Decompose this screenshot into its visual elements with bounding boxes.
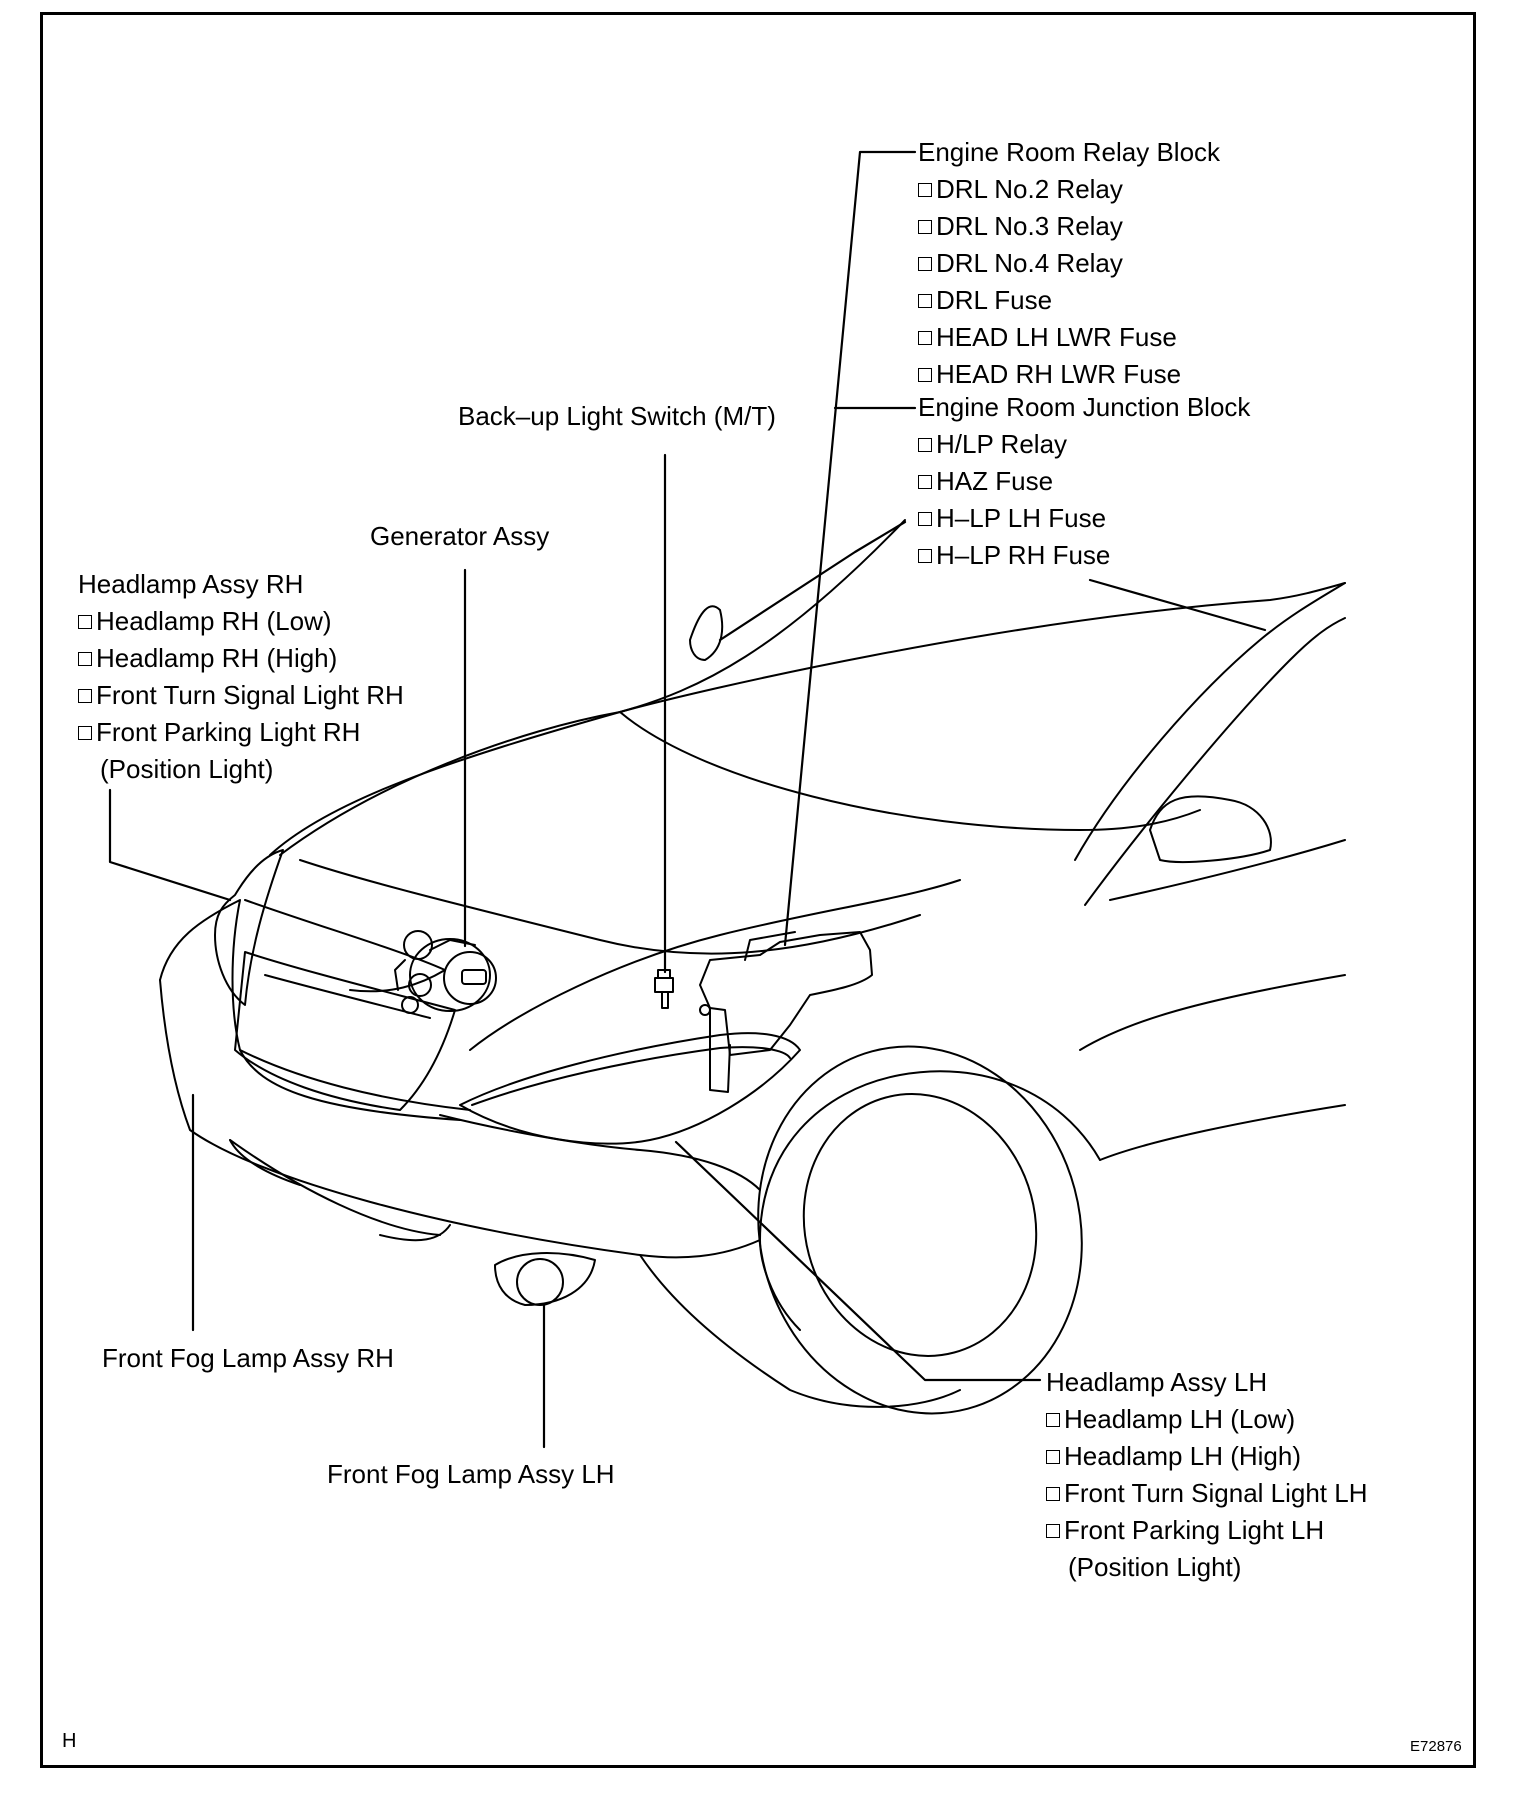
list-item: Headlamp RH (High) [78, 640, 404, 677]
list-item: DRL No.4 Relay [918, 245, 1220, 282]
checkbox-square-icon [918, 438, 932, 452]
diagram-frame [40, 12, 1476, 1768]
checkbox-square-icon [918, 220, 932, 234]
checkbox-square-icon [78, 615, 92, 629]
relay-block-title: Engine Room Relay Block [918, 137, 1221, 167]
position-light-note: (Position Light) [100, 754, 274, 784]
list-item: DRL No.3 Relay [918, 208, 1220, 245]
headlamp-assy-rh-label: Headlamp Assy RH Headlamp RH (Low) Headl… [78, 566, 404, 788]
engine-room-relay-block-label: Engine Room Relay Block DRL No.2 Relay D… [918, 134, 1220, 393]
leader-lines [108, 150, 1267, 1449]
checkbox-square-icon [918, 294, 932, 308]
junction-block-title: Engine Room Junction Block [918, 392, 1251, 422]
checkbox-square-icon [918, 368, 932, 382]
checkbox-square-icon [918, 331, 932, 345]
headlamp-rh-title: Headlamp Assy RH [78, 569, 304, 599]
generator-assy-label: Generator Assy [370, 521, 550, 551]
checkbox-square-icon [78, 726, 92, 740]
headlamp-lh-title: Headlamp Assy LH [1046, 1367, 1268, 1397]
list-item: DRL No.2 Relay [918, 171, 1220, 208]
generator-drawing [394, 930, 497, 1014]
list-item: Headlamp LH (High) [1046, 1438, 1368, 1475]
checkbox-square-icon [918, 512, 932, 526]
fog-lamp-lh-label: Front Fog Lamp Assy LH [327, 1459, 615, 1489]
list-item: Front Parking Light RH [78, 714, 404, 751]
list-item: HEAD RH LWR Fuse [918, 356, 1220, 393]
corner-letter: H [62, 1730, 77, 1752]
side-mirrors [689, 605, 1272, 863]
checkbox-square-icon [918, 549, 932, 563]
list-item: H–LP LH Fuse [918, 500, 1250, 537]
list-item: HEAD LH LWR Fuse [918, 319, 1220, 356]
list-item: Front Turn Signal Light LH [1046, 1475, 1368, 1512]
front-wheel-lh [757, 1045, 1083, 1415]
position-light-note: (Position Light) [1068, 1552, 1242, 1582]
checkbox-square-icon [78, 689, 92, 703]
list-item: Headlamp LH (Low) [1046, 1401, 1368, 1438]
checkbox-square-icon [1046, 1487, 1060, 1501]
checkbox-square-icon [918, 257, 932, 271]
checkbox-square-icon [1046, 1524, 1060, 1538]
checkbox-square-icon [78, 652, 92, 666]
checkbox-square-icon [918, 475, 932, 489]
list-item: Front Parking Light LH [1046, 1512, 1368, 1549]
engine-room-relay-block [699, 931, 873, 1093]
backup-switch-drawing [654, 969, 674, 1009]
list-item: H–LP RH Fuse [918, 537, 1250, 574]
figure-code: E72876 [1410, 1738, 1462, 1755]
list-item: Front Turn Signal Light RH [78, 677, 404, 714]
list-item: HAZ Fuse [918, 463, 1250, 500]
list-item: Headlamp RH (Low) [78, 603, 404, 640]
list-item: DRL Fuse [918, 282, 1220, 319]
list-item: H/LP Relay [918, 426, 1250, 463]
engine-room-junction-block-label: Engine Room Junction Block H/LP Relay HA… [918, 389, 1250, 574]
checkbox-square-icon [918, 183, 932, 197]
fog-lamp-lh-drawing [516, 1258, 564, 1306]
backup-light-switch-label: Back–up Light Switch (M/T) [458, 401, 776, 431]
headlamp-assy-lh-label: Headlamp Assy LH Headlamp LH (Low) Headl… [1046, 1364, 1368, 1586]
checkbox-square-icon [1046, 1413, 1060, 1427]
fog-lamp-rh-label: Front Fog Lamp Assy RH [102, 1343, 394, 1373]
checkbox-square-icon [1046, 1450, 1060, 1464]
